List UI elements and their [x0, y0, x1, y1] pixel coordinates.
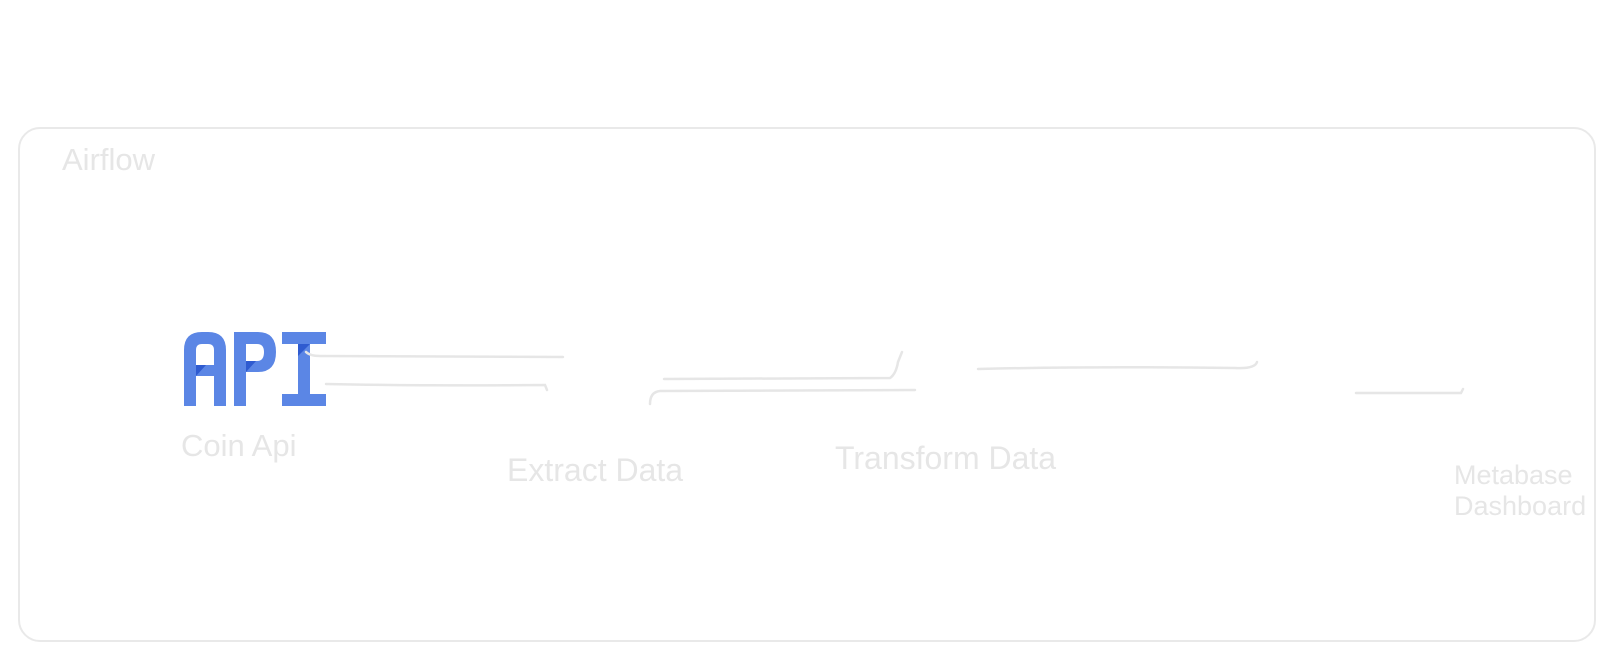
airflow-frame — [18, 127, 1596, 642]
metabase-dashboard-label: Metabase Dashboard — [1454, 460, 1587, 521]
extract-data-label: Extract Data — [507, 452, 684, 488]
api-logo-icon — [184, 332, 326, 406]
transform-data-label: Transform Data — [835, 440, 1057, 476]
coin-api-label: Coin Api — [181, 428, 297, 463]
airflow-title: Airflow — [62, 142, 156, 177]
